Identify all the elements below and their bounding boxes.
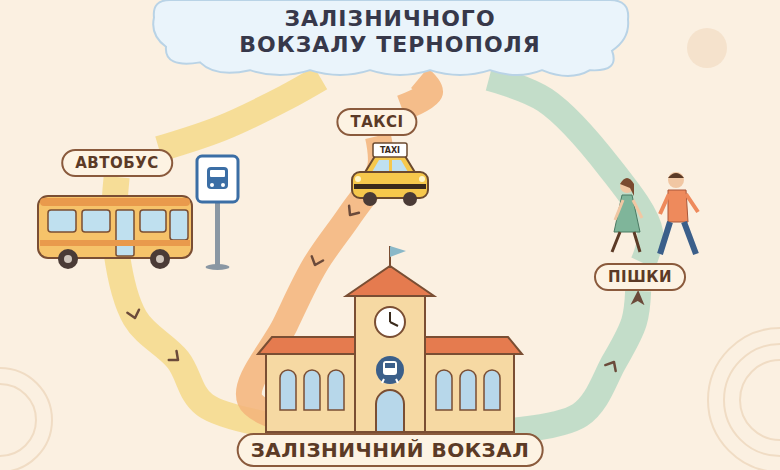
walking-people: [660, 194, 698, 214]
node-text: ЗАЛІЗНИЧНОГО ВОКЗАЛУ ТЕРНОПОЛЯ: [220, 6, 560, 58]
station-building: [258, 246, 522, 432]
station-building: [423, 337, 522, 354]
bus-stop-sign: [197, 156, 238, 202]
direction-chevrons: [605, 359, 619, 371]
station-building: [375, 307, 405, 337]
route-band: [402, 78, 430, 108]
walking-people: [615, 200, 642, 220]
direction-chevrons: [309, 256, 323, 267]
walking-people: [660, 222, 696, 254]
bus-icon: [140, 210, 166, 232]
decoration: [0, 368, 52, 470]
taxi-car: [363, 192, 377, 206]
bus-icon: [116, 210, 134, 256]
sign-text: TAXI: [380, 146, 400, 155]
decoration: [0, 384, 36, 456]
station-building: [266, 352, 355, 432]
station-building: [376, 390, 404, 432]
bus-icon: [58, 249, 78, 269]
station-building: [346, 266, 434, 296]
walking-people: [612, 172, 698, 254]
direction-chevrons: [345, 206, 359, 219]
decoration: [687, 28, 727, 68]
direction-chevrons: [169, 351, 182, 365]
node-text: ПІШКИ: [608, 268, 672, 286]
decoration: [0, 28, 780, 470]
bus-icon: [156, 255, 164, 263]
station-building: [355, 292, 425, 432]
walking-people: [620, 178, 634, 196]
bus-icon: [170, 210, 188, 240]
bus-stop-sign: [210, 170, 225, 177]
bus-icon: [82, 210, 110, 232]
node-text: ЗАЛІЗНИЧНИЙ ВОКЗАЛ: [251, 438, 530, 462]
taxi-car: [352, 172, 428, 198]
taxi-car: [392, 160, 408, 172]
taxi-car: [419, 176, 425, 182]
station-building: [328, 370, 344, 410]
station-building: [383, 361, 397, 375]
route-band: [159, 78, 321, 149]
taxi-car: [354, 184, 426, 189]
station-building: [484, 370, 500, 410]
station-building: [436, 370, 452, 410]
bus-stop-sign: [206, 264, 230, 270]
bus-icon: [64, 255, 72, 263]
walking-people: [612, 232, 640, 252]
station-building: [382, 379, 398, 383]
bus-stop-sign: [215, 200, 220, 266]
station-building: [425, 352, 514, 432]
bus-icon: [38, 196, 192, 258]
station-building: [280, 370, 296, 410]
walking-people: [668, 173, 684, 178]
walking-people: [668, 172, 684, 188]
taxi-car: [355, 176, 361, 182]
direction-chevrons: [127, 310, 140, 320]
direction-chevrons: [127, 206, 619, 371]
decoration: [740, 360, 780, 440]
taxi-car: [352, 143, 428, 206]
station-building: [390, 312, 398, 326]
bus-stop-sign: [221, 183, 225, 187]
mode-label: АВТОБУС: [61, 149, 173, 177]
station-building: [304, 370, 320, 410]
route-band: [489, 78, 650, 263]
taxi-car: [372, 160, 389, 172]
bus-icon: [48, 210, 76, 232]
decoration: [708, 328, 780, 470]
bus-icon: [40, 240, 190, 246]
mode-label: ПІШКИ: [594, 263, 686, 291]
station-building: [258, 337, 357, 354]
node-text: ТАКСІ: [350, 113, 403, 131]
bus-stop-sign: [207, 167, 228, 189]
mode-label: ТАКСІ: [336, 108, 417, 136]
station-building: [390, 246, 406, 257]
node-text: АВТОБУС: [75, 154, 159, 172]
taxi-car: [403, 192, 417, 206]
station-building: [376, 356, 404, 384]
station-building: [460, 370, 476, 410]
decoration: [724, 344, 780, 456]
bus-icon: [150, 249, 170, 269]
station-building: [385, 363, 395, 368]
bus-icon: [40, 198, 190, 206]
bus-icon: [38, 196, 192, 269]
station-label: ЗАЛІЗНИЧНИЙ ВОКЗАЛ: [237, 433, 544, 467]
title-cloud: ЗАЛІЗНИЧНОГО ВОКЗАЛУ ТЕРНОПОЛЯ: [150, 0, 630, 78]
cloud-shape: [153, 0, 628, 76]
taxi-car: [373, 143, 407, 157]
bus-stop-sign: [210, 183, 214, 187]
bus-stop-sign: [197, 156, 238, 270]
